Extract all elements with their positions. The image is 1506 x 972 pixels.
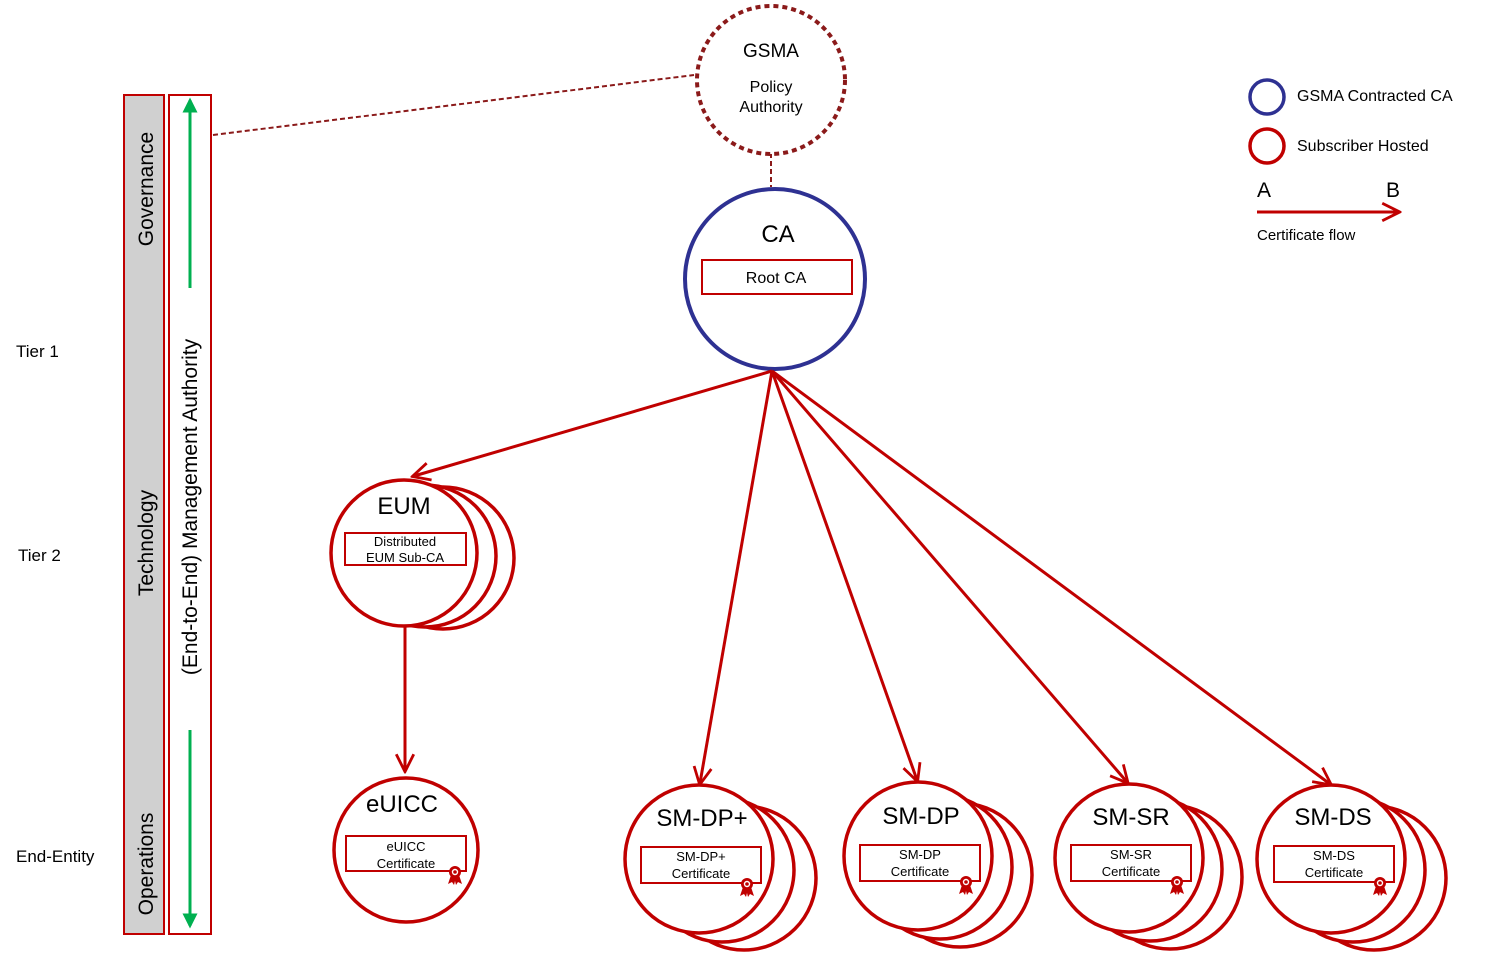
euicc-node: eUICC eUICC Certificate [332,776,480,924]
legend-hosted-label: Subscriber Hosted [1297,138,1429,155]
root-ca-title: CA [761,221,794,248]
flow-arrow-ca-to-smds [771,369,1330,784]
policy-authority-line2: Authority [739,99,802,116]
smdpplus-box [640,846,762,884]
smdp-box [859,844,981,882]
euicc-box-line1: eUICC [386,839,425,854]
smds-box [1273,845,1395,883]
root-ca-node: CA Root CA [683,187,867,371]
policy-authority-node: GSMA Policy Authority [695,4,847,156]
tier2-label: Tier 2 [18,546,61,565]
smdpplus-node: SM-DP+ SM-DP+ Certificate [623,783,818,952]
management-authority-label: (End-to-End) Management Authority [179,338,202,675]
smsr-box-line2: Certificate [1102,864,1161,879]
eum-title: EUM [377,493,430,520]
flow-arrow-ca-to-eum [414,369,773,476]
operations-label: Operations [135,813,158,916]
legend-contracted-swatch [1248,78,1286,116]
euicc-box-line2: Certificate [377,856,436,871]
technology-label: Technology [135,489,158,596]
smds-node: SM-DS SM-DS Certificate [1255,783,1448,952]
eum-node: EUM Distributed EUM Sub-CA [329,478,516,631]
smds-title: SM-DS [1294,804,1371,831]
euicc-title: eUICC [366,791,438,818]
smdp-box-line2: Certificate [891,864,950,879]
smds-box-line2: Certificate [1305,865,1364,880]
legend-a-label: A [1257,179,1271,202]
smdp-node: SM-DP SM-DP Certificate [842,780,1034,949]
legend-hosted-swatch [1248,127,1286,165]
end-entity-label: End-Entity [16,847,95,866]
flow-arrow-ca-to-smdpplus [700,370,774,783]
tier1-label: Tier 1 [16,342,59,361]
smsr-node: SM-SR SM-SR Certificate [1053,782,1244,951]
root-ca-box-label: Root CA [746,270,807,287]
governance-dashed-link [212,74,695,136]
smdp-box-line1: SM-DP [899,847,941,862]
legend-contracted-label: GSMA Contracted CA [1297,88,1453,105]
smds-box-line1: SM-DS [1313,848,1355,863]
governance-label: Governance [135,132,158,246]
smdpplus-title: SM-DP+ [656,805,747,832]
policy-authority-title: GSMA [743,41,799,62]
flow-arrow-ca-to-smdp [770,370,917,780]
smsr-box [1070,844,1192,882]
policy-authority-line1: Policy [750,79,793,96]
smdp-title: SM-DP [882,803,959,830]
governance-tech-ops-bar [123,94,165,935]
legend-b-label: B [1386,179,1400,202]
smsr-box-line1: SM-SR [1110,847,1152,862]
smsr-title: SM-SR [1092,804,1169,831]
root-ca-box [701,259,853,295]
euicc-box [345,835,467,872]
eum-box-line2: EUM Sub-CA [366,550,444,565]
legend-flow-label: Certificate flow [1257,227,1356,244]
legend: GSMA Contracted CA Subscriber Hosted A B… [1248,78,1453,244]
flow-arrow-ca-to-smsr [770,370,1127,782]
smdpplus-box-line1: SM-DP+ [676,849,725,864]
smdpplus-box-line2: Certificate [672,866,731,881]
eum-box [344,532,467,566]
eum-box-line1: Distributed [374,534,436,549]
